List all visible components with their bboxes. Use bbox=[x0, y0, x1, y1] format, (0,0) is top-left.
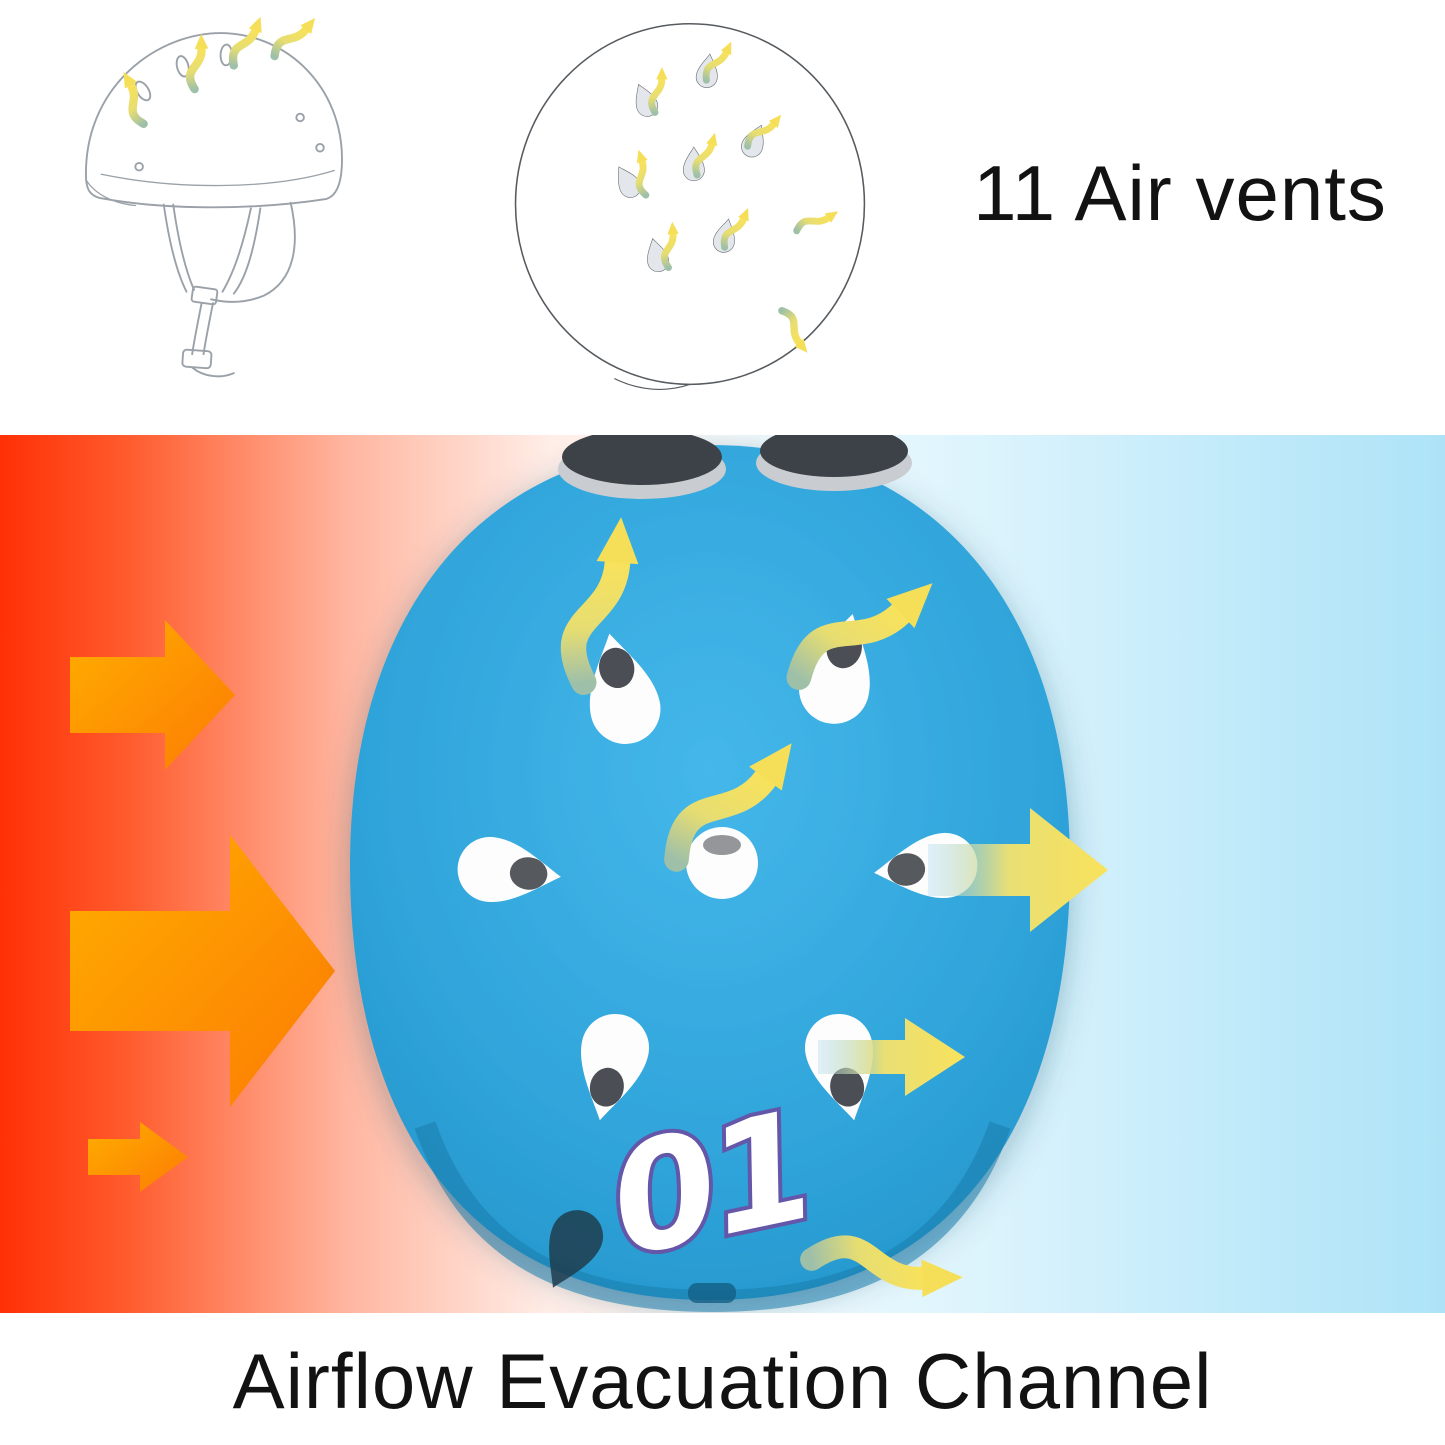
exit-flow-arrow-icon bbox=[928, 808, 1108, 932]
heat-inflow-arrow-icon bbox=[70, 835, 335, 1107]
air-vents-label: 11 Air vents bbox=[973, 149, 1387, 237]
front-vent-hole bbox=[760, 435, 908, 477]
helmet-side-sketch bbox=[85, 6, 343, 378]
airflow-arrow-icons bbox=[625, 37, 841, 355]
helmet-side-outline bbox=[85, 32, 343, 378]
curved-airflow-arrow-icon bbox=[657, 221, 685, 268]
helmet-top-outline bbox=[514, 23, 866, 390]
rear-notch bbox=[688, 1283, 736, 1303]
front-vent-hole bbox=[562, 435, 722, 485]
exit-flow-arrow-icon bbox=[818, 1018, 965, 1096]
curved-airflow-arrow-icon bbox=[272, 9, 319, 67]
vent-hole bbox=[566, 1007, 656, 1128]
vent-hole bbox=[454, 833, 565, 910]
vent-hole bbox=[870, 829, 981, 906]
helmet-top-view: 01 bbox=[350, 435, 1070, 1313]
curved-airflow-arrow-icon bbox=[795, 200, 841, 244]
curved-airflow-arrow-icon bbox=[231, 13, 265, 70]
curved-airflow-arrow-icon bbox=[109, 69, 160, 125]
helmet-top-sketch bbox=[514, 23, 866, 390]
heat-inflow-arrow-icon bbox=[88, 1122, 188, 1192]
vent-hole bbox=[575, 626, 667, 751]
airflow-arrow-icons bbox=[109, 9, 319, 126]
heat-inflow-arrow-icon bbox=[70, 620, 235, 770]
airflow-illustration: 01 bbox=[70, 435, 1108, 1313]
vent-hole bbox=[798, 1007, 888, 1128]
caption: Airflow Evacuation Channel bbox=[232, 1337, 1213, 1425]
heat-inflow-arrows bbox=[70, 620, 335, 1192]
curved-airflow-arrow-icon bbox=[647, 67, 672, 113]
vent-hole-shadow bbox=[703, 835, 741, 855]
top-section: 11 Air vents bbox=[0, 0, 1445, 435]
exit-flow-arrows bbox=[818, 808, 1108, 1096]
vent-sketches bbox=[609, 52, 772, 275]
airflow-section: 01 bbox=[0, 435, 1445, 1313]
